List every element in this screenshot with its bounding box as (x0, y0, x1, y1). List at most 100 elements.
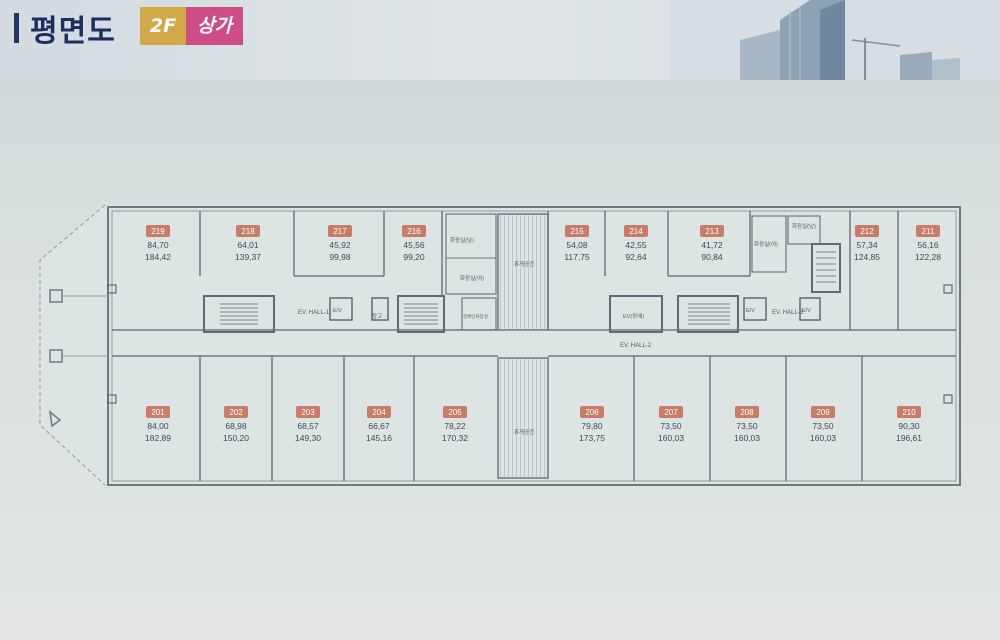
unit-area-2: 145,16 (366, 433, 392, 443)
unit-area-1: 73,50 (736, 421, 758, 431)
unit-area-1: 41,72 (701, 240, 723, 250)
label-ev-hall-1: EV. HALL-1 (298, 310, 330, 316)
elevator-right (743, 297, 767, 321)
unit-214[interactable]: 214 42,55 92,64 (624, 225, 648, 262)
unit-218[interactable]: 218 64,01 139,37 (235, 225, 261, 262)
unit-number-badge (296, 406, 320, 418)
unit-number: 219 (151, 227, 165, 236)
unit-number-badge (580, 406, 604, 418)
plan-labels: EV. HALL-1 EV. HALL-2 EV. HALL-3 휴게공간 휴게… (298, 222, 816, 436)
unit-area-1: 73,50 (812, 421, 834, 431)
unit-number: 202 (229, 408, 243, 417)
building-tower-shade (820, 0, 845, 80)
unit-area-1: 64,01 (237, 240, 259, 250)
plan-inner-wall (111, 210, 957, 482)
unit-area-1: 79,80 (581, 421, 603, 431)
unit-area-1: 42,55 (625, 240, 647, 250)
use-badge: 상가 (186, 7, 243, 45)
atrium-bottom (497, 357, 549, 479)
unit-212[interactable]: 212 57,34 124,85 (854, 225, 880, 262)
structural-columns (107, 284, 953, 404)
unit-number: 211 (922, 227, 935, 236)
unit-area-2: 173,75 (579, 433, 605, 443)
unit-number-badge (659, 406, 683, 418)
unit-number: 201 (151, 408, 165, 417)
elevator-far-right (799, 297, 821, 321)
unit-number-badge (367, 406, 391, 418)
unit-number: 212 (860, 227, 874, 236)
unit-number-badge (236, 225, 260, 237)
atrium-top (497, 213, 549, 331)
unit-area-2: 160,03 (810, 433, 836, 443)
unit-216[interactable]: 216 45,56 99,20 (402, 225, 426, 262)
plan-background (40, 205, 960, 485)
unit-201[interactable]: 201 84,00 182,89 (145, 406, 171, 443)
unit-219[interactable]: 219 84,70 184,42 (145, 225, 171, 262)
wing-marker (48, 410, 62, 428)
unit-number-badge (402, 225, 426, 237)
unit-number: 206 (585, 408, 599, 417)
unit-206[interactable]: 206 79,80 173,75 (579, 406, 605, 443)
unit-number: 205 (448, 408, 462, 417)
unit-number: 215 (570, 227, 584, 236)
unit-number: 204 (372, 408, 386, 417)
label-ev3: E/V (802, 308, 811, 314)
unit-area-2: 182,89 (145, 433, 171, 443)
unit-number: 209 (816, 408, 830, 417)
unit-area-2: 124,85 (854, 252, 880, 262)
label-ev-accessible: EV(장애) (623, 312, 644, 320)
unit-area-2: 99,20 (403, 252, 425, 262)
label-restroom-m: 화장실(남) (450, 236, 474, 244)
unit-area-1: 78,22 (444, 421, 466, 431)
stair-treads-center (404, 303, 438, 325)
label-restroom-r2: 화장실(남) (792, 222, 816, 230)
unit-203[interactable]: 203 68,57 149,30 (295, 406, 321, 443)
unit-area-1: 90,30 (898, 421, 920, 431)
title-accent-bar (14, 13, 19, 43)
restroom-right-w (751, 215, 787, 273)
unit-210[interactable]: 210 90,30 196,61 (896, 406, 922, 443)
unit-area-2: 184,42 (145, 252, 171, 262)
unit-area-2: 139,37 (235, 252, 261, 262)
unit-208[interactable]: 208 73,50 160,03 (734, 406, 760, 443)
unit-area-2: 90,84 (701, 252, 723, 262)
unit-205[interactable]: 205 78,22 170,32 (442, 406, 468, 443)
unit-215[interactable]: 215 54,08 117,75 (564, 225, 590, 262)
label-disabled-wc: 장애인화장실 (463, 313, 488, 320)
unit-number-badge (700, 225, 724, 237)
unit-number: 208 (740, 408, 754, 417)
building-far-left (740, 30, 780, 80)
unit-area-1: 57,34 (856, 240, 878, 250)
unit-number-badge (565, 225, 589, 237)
unit-211[interactable]: 211 56,16 122,28 (915, 225, 941, 262)
unit-number-badge (146, 406, 170, 418)
unit-number: 207 (664, 408, 678, 417)
page-title: 평면도 (30, 14, 116, 49)
label-ev-hall-2: EV. HALL-2 (620, 343, 652, 349)
unit-area-2: 150,20 (223, 433, 249, 443)
unit-number-badge (735, 406, 759, 418)
label-ev-hall-3: EV. HALL-3 (772, 310, 804, 316)
stair-core-far-right (811, 243, 841, 293)
restroom-right-m (787, 215, 821, 245)
unit-207[interactable]: 207 73,50 160,03 (658, 406, 684, 443)
label-restroom-w: 화장실(여) (460, 274, 484, 282)
header-banner: 평면도 2F 상가 (0, 0, 1000, 80)
unit-204[interactable]: 204 66,67 145,16 (366, 406, 392, 443)
unit-213[interactable]: 213 41,72 90,84 (700, 225, 724, 262)
unit-202[interactable]: 202 68,98 150,20 (223, 406, 249, 443)
stair-treads-left (220, 303, 258, 325)
label-rest-top: 휴게공간 (514, 260, 534, 268)
unit-area-1: 45,56 (403, 240, 425, 250)
label-storage: 창고 (372, 312, 382, 320)
skyline-illustration (670, 0, 1000, 80)
unit-209[interactable]: 209 73,50 160,03 (810, 406, 836, 443)
unit-number: 218 (241, 227, 255, 236)
disabled-wc-room (461, 297, 497, 331)
unit-area-2: 160,03 (734, 433, 760, 443)
unit-area-1: 66,67 (368, 421, 390, 431)
top-unit-walls (199, 211, 899, 330)
unit-217[interactable]: 217 45,92 99,98 (328, 225, 352, 262)
plan-wing-outline (39, 204, 106, 486)
unit-number: 216 (407, 227, 421, 236)
